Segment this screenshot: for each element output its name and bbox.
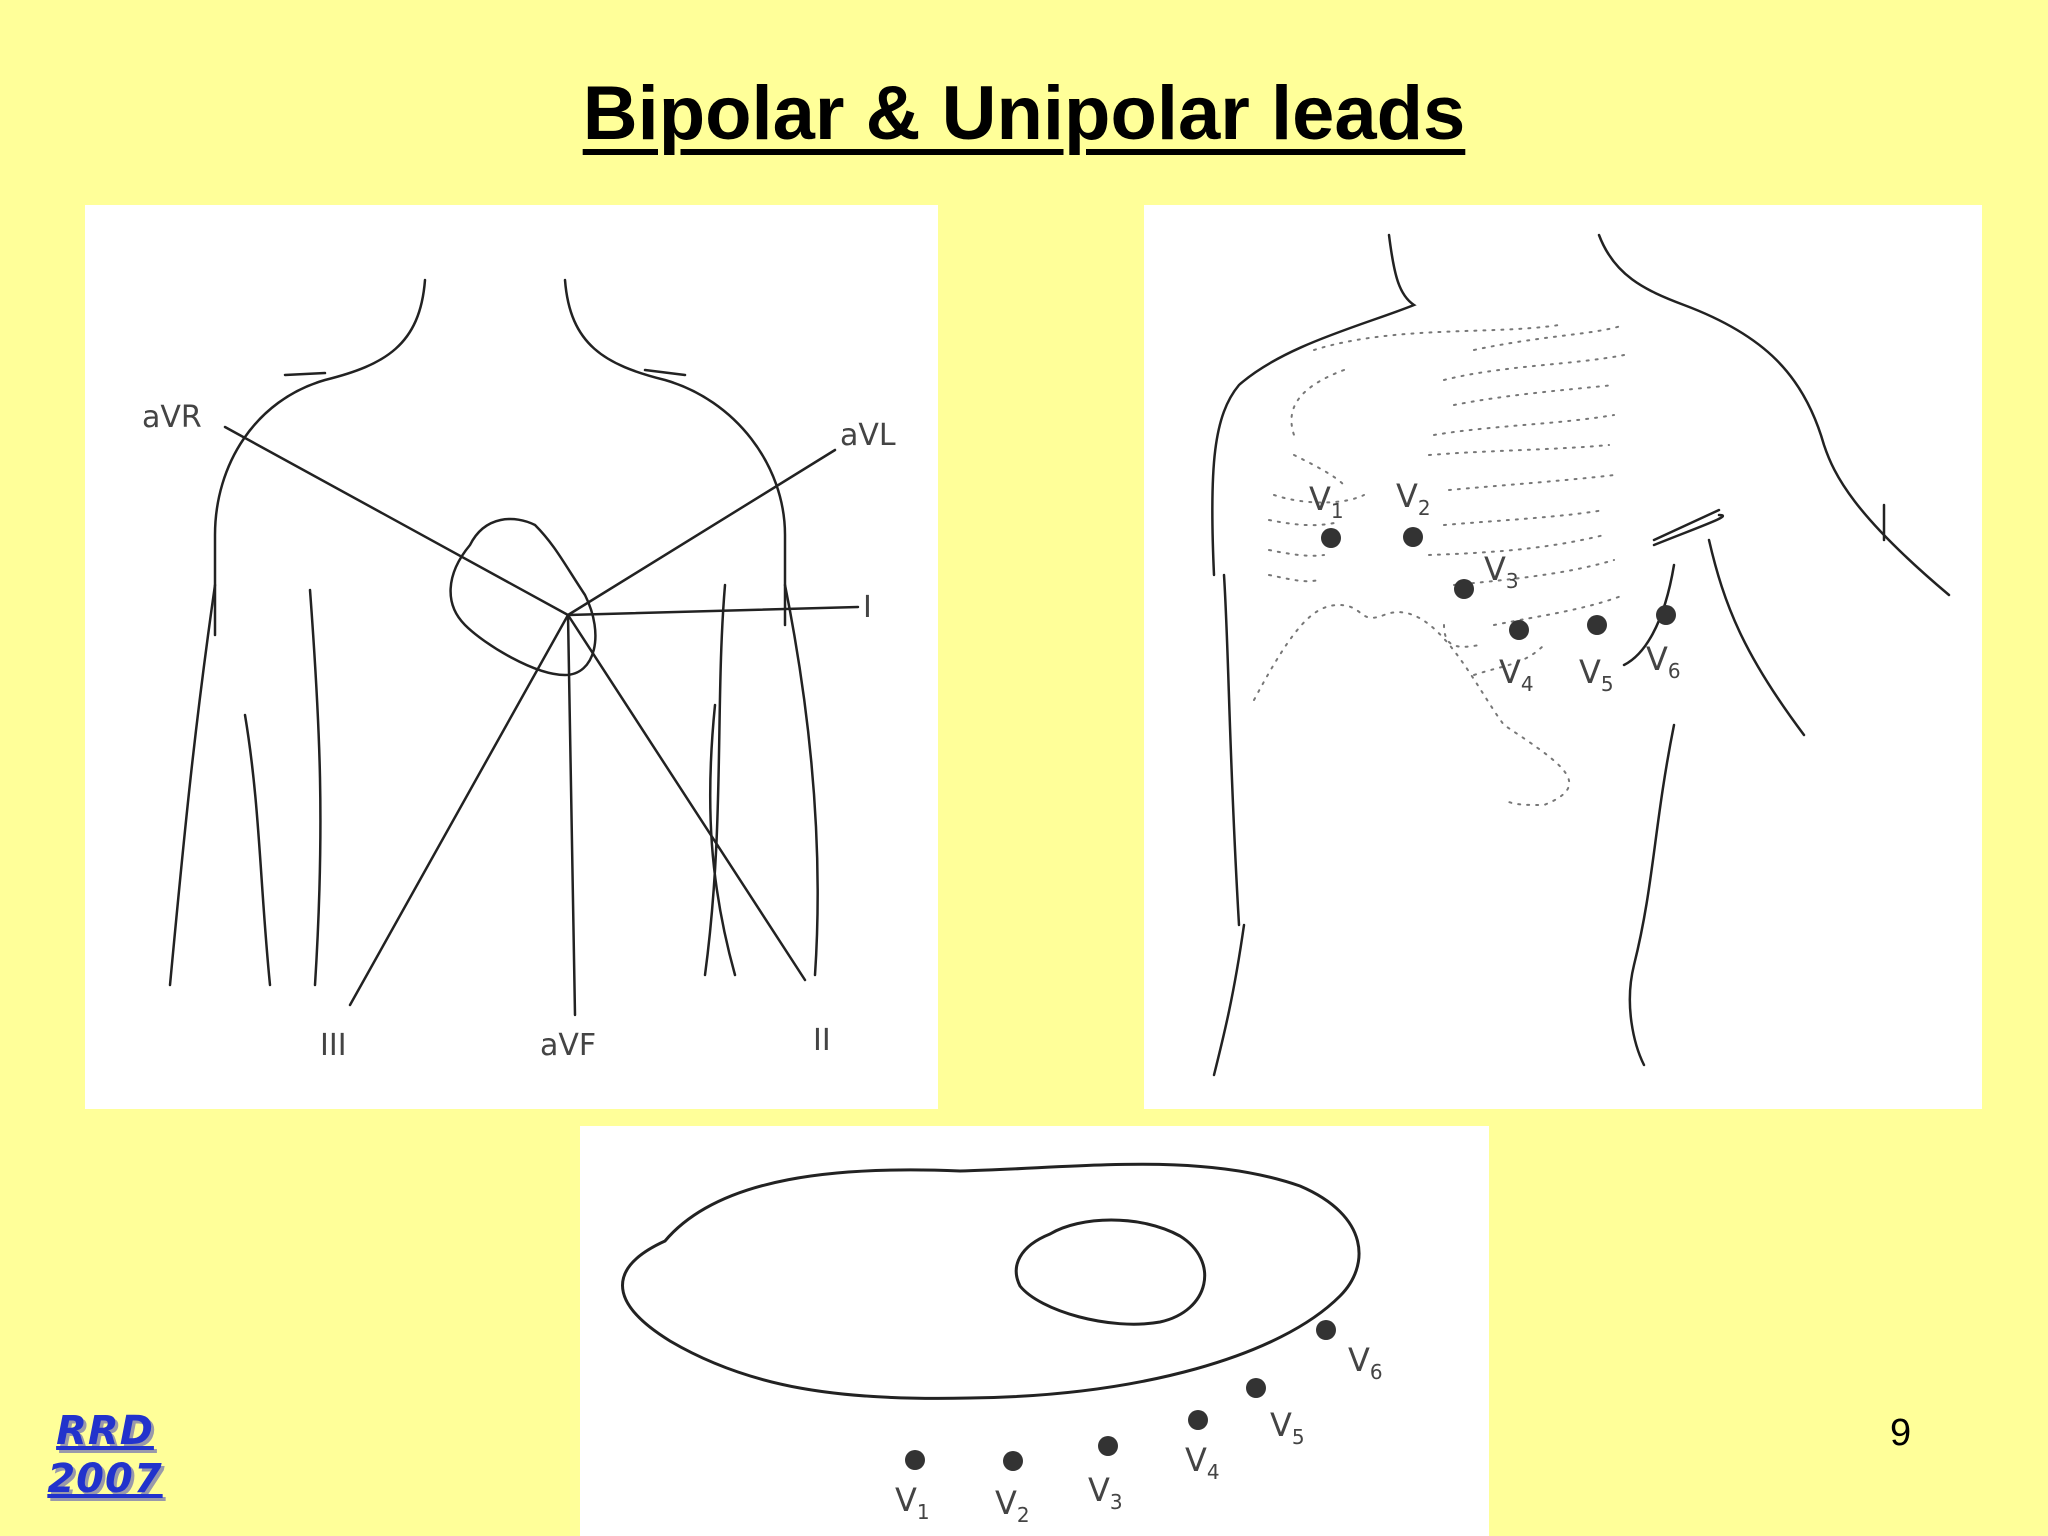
chest-leads-figure: V1 V2 V3 V4 V5 V6 [1211,233,1951,1077]
electrode-v6 [1656,605,1676,625]
right-arm-outline [783,583,819,977]
lead-avl-line [566,448,837,617]
lead-subscript: 5 [1292,1425,1305,1449]
cross-label-v5: V5 [1270,1406,1305,1449]
lead-label-ii: II [813,1023,831,1058]
lead-label-avf: aVF [540,1028,596,1063]
lead-subscript: 3 [1110,1490,1123,1514]
breast-outline [1652,513,1725,547]
body-outline [213,278,427,637]
cross-section-electrodes [905,1320,1336,1471]
chest-label-v1: V1 [1309,480,1344,523]
chest-label-v5: V5 [1579,653,1614,696]
lead-label-avr: aVR [142,400,202,435]
lead-iii-line [348,613,570,1007]
lead-ii-line [566,613,807,982]
lead-avr-line [223,425,570,617]
logo-year: 2007 [47,1456,163,1502]
lead-subscript: 3 [1506,569,1519,593]
chest-label-v6: V6 [1646,640,1681,683]
lead-avf-line [566,613,577,1017]
logo-rrd: RRD [56,1408,154,1454]
electrode-v2 [1403,527,1423,547]
cross-electrode-v5 [1246,1378,1266,1398]
cross-electrode-v4 [1188,1410,1208,1430]
lead-subscript: 2 [1418,496,1431,520]
cross-label-v4: V4 [1185,1441,1220,1484]
cross-electrode-v2 [1003,1451,1023,1471]
cross-label-v2: V2 [995,1484,1030,1527]
thorax-outline [621,1162,1361,1400]
rib-cage-outline [1253,324,1625,807]
chest-label-v4: V4 [1499,653,1534,696]
chest-label-v3: V3 [1484,550,1519,593]
cross-label-v3: V3 [1088,1471,1123,1514]
lead-subscript: 6 [1668,659,1681,683]
slide-title: Bipolar & Unipolar leads [582,71,1466,156]
torso-outline [1211,233,1417,577]
page-number: 9 [1890,1412,1912,1454]
lead-label-avl: aVL [840,418,896,453]
lead-subscript: 4 [1207,1460,1220,1484]
chest-label-v2: V2 [1396,477,1431,520]
lead-subscript: 2 [1017,1503,1030,1527]
electrode-v1 [1321,528,1341,548]
electrode-v5 [1587,615,1607,635]
cross-electrode-v1 [905,1450,925,1470]
cross-section-diagram: V1 V2 V3 V4 V5 V6 [580,1126,1489,1536]
heart-outline [1014,1218,1207,1326]
lead-subscript: 1 [917,1500,930,1524]
body-outline [563,278,787,627]
electrode-v4 [1509,620,1529,640]
electrode-v3 [1454,579,1474,599]
left-arm-outline [168,583,217,987]
cross-electrode-v6 [1316,1320,1336,1340]
heart-outline [449,517,597,677]
lead-label-i: I [863,590,872,625]
limb-leads-diagram: aVR aVL I II III aVF [85,205,938,1109]
lead-i-line [566,605,860,617]
chest-leads-diagram: V1 V2 V3 V4 V5 V6 [1144,205,1982,1109]
cross-section-figure: V1 V2 V3 V4 V5 V6 [621,1162,1383,1527]
lead-subscript: 1 [1331,499,1344,523]
lead-subscript: 5 [1601,672,1614,696]
cross-electrode-v3 [1098,1436,1118,1456]
limb-leads-figure: aVR aVL I II III aVF [142,278,896,1063]
cross-label-v6: V6 [1348,1341,1383,1384]
cross-label-v1: V1 [895,1481,930,1524]
electrode-dots [1321,527,1676,640]
lead-label-iii: III [320,1028,347,1063]
lead-subscript: 6 [1370,1360,1383,1384]
lead-subscript: 4 [1521,672,1534,696]
